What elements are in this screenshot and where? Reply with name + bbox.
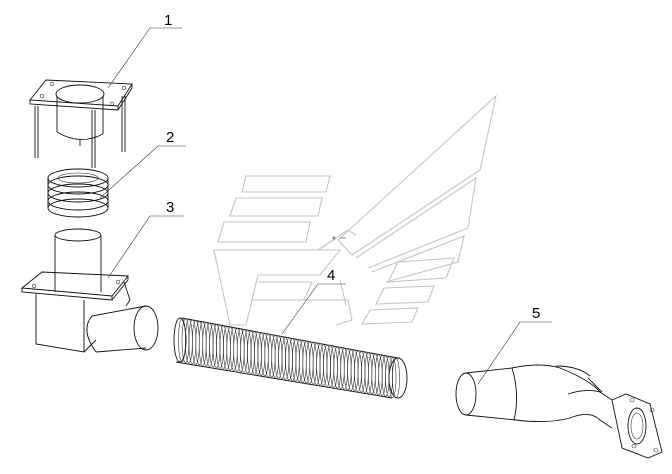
- part-1-flange: [29, 79, 133, 168]
- callout-label-1: 1: [164, 12, 172, 29]
- callout-label-3: 3: [166, 199, 174, 216]
- watermark-logo: [213, 94, 497, 326]
- callout-2: 2: [99, 129, 186, 199]
- callout-1: 1: [107, 12, 182, 89]
- part-2-spring: [47, 168, 109, 218]
- callout-label-4: 4: [327, 267, 335, 284]
- callout-label-5: 5: [532, 305, 540, 322]
- part-3-housing: [20, 228, 159, 353]
- callout-label-2: 2: [166, 129, 174, 146]
- hose-ring: [388, 357, 397, 398]
- callout-4: 4: [281, 267, 346, 335]
- callout-5: 5: [477, 305, 552, 385]
- hose-ring: [392, 357, 400, 399]
- part-5-exhaust-pipe: [455, 364, 663, 459]
- part-4-hose: [173, 317, 408, 399]
- callout-3: 3: [107, 199, 184, 279]
